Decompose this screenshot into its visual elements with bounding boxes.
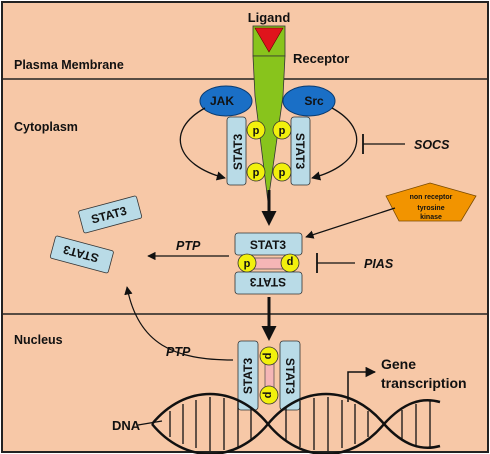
svg-text:kinase: kinase	[420, 214, 442, 221]
receptor-label: Receptor	[293, 51, 349, 66]
svg-text:tyrosine: tyrosine	[417, 205, 444, 212]
section-plasma-membrane: Plasma Membrane	[14, 58, 124, 72]
ligand-triangle	[254, 27, 284, 53]
section-nucleus: Nucleus	[14, 333, 63, 347]
stat3-receptor-right: STAT3	[290, 116, 311, 186]
gene-label: Gene	[381, 356, 416, 372]
stat3-label: STAT3	[283, 358, 297, 395]
transcription-label: transcription	[381, 375, 467, 391]
dna-pointer	[137, 420, 163, 426]
stat3-monomer-lower: STAT3	[49, 235, 114, 274]
stat3-label: STAT3	[241, 358, 255, 395]
src-curve-arrow	[311, 107, 358, 181]
svg-text:non receptor: non receptor	[410, 194, 453, 201]
svg-text:p: p	[286, 256, 293, 268]
svg-text:p: p	[262, 392, 274, 399]
phospho-lower-left: p	[246, 162, 266, 182]
svg-text:p: p	[279, 125, 286, 137]
ptp-nucleus-arrow	[124, 286, 234, 361]
stat3-label: STAT3	[250, 275, 287, 289]
stat3-monomer-upper: STAT3	[78, 195, 143, 234]
svg-text:p: p	[244, 258, 251, 270]
ptp-cytoplasm-label: PTP	[176, 239, 201, 253]
pias-label: PIAS	[364, 257, 394, 271]
stat3-dimer-nucleus: STAT3 STAT3 p p	[237, 340, 301, 411]
src-label: Src	[304, 94, 324, 108]
svg-text:p: p	[262, 353, 274, 360]
phospho-upper-right: p	[272, 120, 292, 140]
kinase-arrow	[305, 207, 396, 239]
socs-label: SOCS	[414, 138, 450, 152]
section-cytoplasm: Cytoplasm	[14, 120, 78, 134]
transcription-arrow	[347, 366, 377, 402]
phospho-upper-left: p	[246, 120, 266, 140]
ptp-nucleus-label: PTP	[166, 345, 191, 359]
stat3-dimer-cytoplasm: STAT3 STAT3 p p	[234, 232, 303, 295]
jak-curve-arrow	[179, 107, 226, 181]
stat3-label: STAT3	[231, 134, 245, 171]
ligand-label: Ligand	[248, 10, 291, 25]
non-receptor-tyrosine-kinase: non receptor tyrosine kinase	[385, 182, 477, 222]
dna-label: DNA	[112, 418, 141, 433]
stat3-label: STAT3	[293, 133, 307, 170]
stat3-receptor-left: STAT3	[226, 116, 247, 186]
jak-kinase: JAK	[199, 85, 253, 117]
stat3-label: STAT3	[250, 238, 287, 252]
phospho-lower-right: p	[272, 162, 292, 182]
svg-text:p: p	[279, 167, 286, 179]
socs-inhibition	[362, 134, 405, 154]
svg-text:p: p	[253, 167, 260, 179]
jak-label: JAK	[210, 94, 234, 108]
pias-inhibition	[316, 253, 355, 273]
svg-text:p: p	[253, 125, 260, 137]
src-kinase: Src	[282, 85, 336, 117]
